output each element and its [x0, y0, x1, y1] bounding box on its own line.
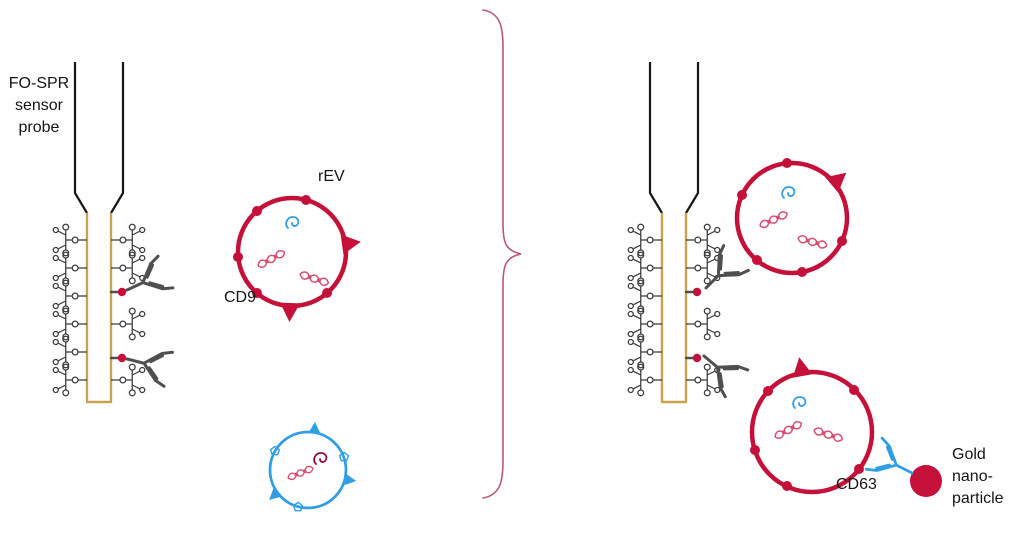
peg-chain-icon — [627, 307, 663, 341]
peg-chain-icon — [685, 363, 721, 397]
peg-chain-icon — [52, 251, 88, 285]
peg-chain-icon — [52, 363, 88, 397]
peg-chain-icon — [627, 335, 663, 369]
fo-spr-probe-label-line2: sensor — [15, 97, 64, 114]
membrane-proteins — [233, 195, 363, 323]
gold-nanoparticle-icon — [910, 465, 942, 497]
membrane-proteins — [737, 158, 853, 277]
peg-chain-icon — [627, 363, 663, 397]
peg-chain-icon — [685, 307, 721, 341]
left-probe-assembly — [52, 62, 175, 404]
bound-rev-vesicle-top-icon — [734, 158, 853, 277]
peg-chains-right-side — [110, 223, 146, 397]
peg-chain-icon — [110, 223, 146, 257]
gold-coated-core — [85, 213, 113, 404]
peg-chain-icon — [110, 251, 146, 285]
curly-brace — [482, 9, 522, 499]
cd63-label: CD63 — [836, 476, 877, 493]
fo-spr-probe-label-line3: probe — [19, 119, 60, 136]
cd9-label: CD9 — [224, 289, 256, 306]
peg-chain-icon — [110, 363, 146, 397]
fiber-cladding-outline — [73, 62, 125, 214]
peg-chains-left-side — [627, 223, 663, 397]
peg-chain-icon — [52, 307, 88, 341]
peg-chain-icon — [52, 335, 88, 369]
bound-rev-vesicle-bottom-icon — [749, 355, 875, 495]
peg-chains-right-side — [685, 223, 721, 397]
gold-nanoparticle-label-line2: nano- — [952, 468, 993, 485]
peg-chain-icon — [685, 223, 721, 257]
peg-chains-left-side — [52, 223, 88, 397]
blue-vesicle-icon — [265, 421, 358, 512]
gold-coated-core — [660, 213, 688, 404]
peg-chain-icon — [627, 279, 663, 313]
peg-chain-icon — [627, 223, 663, 257]
peg-chain-icon — [52, 279, 88, 313]
capture-antibody-icon — [684, 244, 750, 302]
cd9-antibody-icon — [109, 340, 174, 388]
vesicle-membrane — [268, 430, 348, 510]
gold-nanoparticle-label-line3: particle — [952, 490, 1004, 507]
rev-vesicle-icon — [233, 195, 363, 323]
vesicle-membrane — [749, 369, 875, 495]
right-probe-assembly — [627, 62, 750, 404]
capture-antibody-icon — [684, 341, 750, 399]
peg-chain-icon — [52, 223, 88, 257]
peg-chain-icon — [110, 307, 146, 341]
membrane-proteins — [750, 355, 864, 491]
rev-label: rEV — [318, 168, 345, 185]
peg-chain-icon — [627, 251, 663, 285]
cd9-antibody-icon — [109, 254, 175, 308]
gold-nanoparticle-label-line1: Gold — [952, 446, 986, 463]
fiber-cladding-outline — [648, 62, 700, 214]
fo-spr-probe-label-line1: FO-SPR — [9, 75, 69, 92]
